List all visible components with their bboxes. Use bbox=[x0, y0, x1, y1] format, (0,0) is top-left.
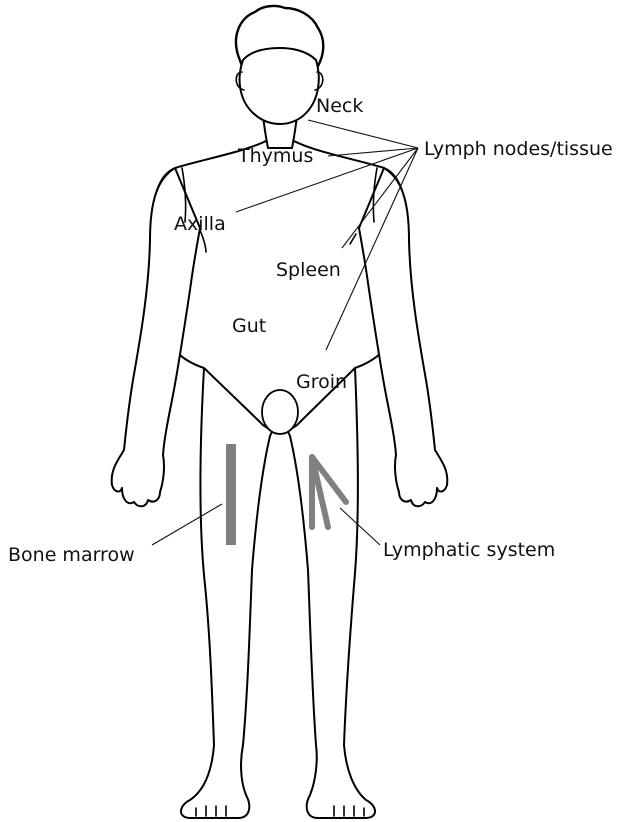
label-neck: Neck bbox=[316, 95, 363, 117]
groin-oval bbox=[262, 390, 298, 434]
label-thymus: Thymus bbox=[237, 145, 313, 167]
label-spleen: Spleen bbox=[276, 259, 341, 281]
label-axilla: Axilla bbox=[174, 213, 226, 235]
left-leg bbox=[181, 368, 275, 818]
label-gut: Gut bbox=[232, 315, 266, 337]
label-groin: Groin bbox=[296, 371, 347, 393]
right-leg bbox=[285, 368, 375, 818]
label-lymphatic-system: Lymphatic system bbox=[383, 539, 555, 561]
human-body-figure bbox=[112, 6, 448, 818]
head bbox=[240, 48, 319, 124]
label-lymph-nodes: Lymph nodes/tissue bbox=[424, 138, 613, 160]
label-bone-marrow: Bone marrow bbox=[8, 544, 135, 566]
